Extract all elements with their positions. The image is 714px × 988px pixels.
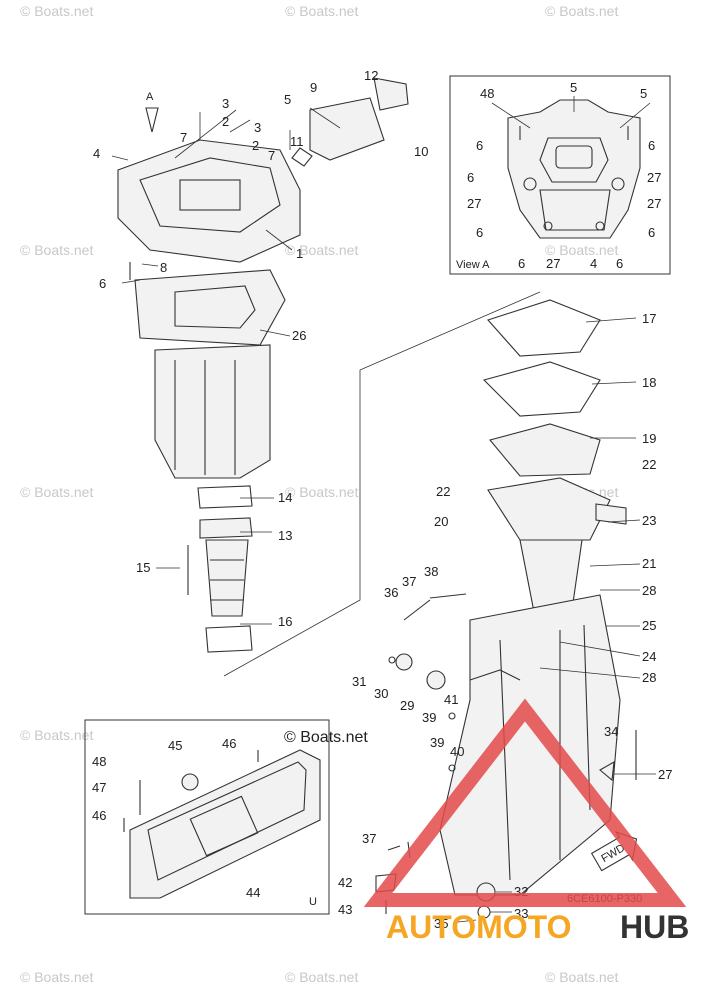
callout-35: 35 [434, 916, 448, 931]
view-a-inset: 48 5 5 6 6 6 6 6 6 6 27 27 27 27 4 View … [449, 75, 671, 275]
callout-13: 13 [278, 528, 292, 543]
callout-6: 6 [648, 138, 655, 153]
lower-case [439, 594, 637, 919]
callout-34: 34 [604, 724, 618, 739]
callout-37: 37 [362, 831, 376, 846]
callout-30: 30 [374, 686, 388, 701]
callout-2: 2 [252, 138, 259, 153]
watermark-text: © Boats.net [285, 3, 358, 19]
credit-text: © Boats.net [284, 729, 368, 746]
callout-6: 6 [648, 225, 655, 240]
callout-19: 19 [642, 431, 656, 446]
callout-36: 36 [384, 585, 398, 600]
callout-6: 5 [570, 80, 577, 95]
callout-40: 40 [450, 744, 464, 759]
callout-15: 15 [136, 560, 150, 575]
watermark-text: © Boats.net [20, 242, 93, 258]
callout-22: 22 [642, 457, 656, 472]
callout-42: 42 [338, 875, 352, 890]
callout-45: 45 [168, 738, 182, 753]
callout-9: 9 [310, 80, 317, 95]
callout-29: 29 [400, 698, 414, 713]
callout-46: 46 [222, 736, 236, 751]
callout-18: 18 [642, 375, 656, 390]
callout-4: 4 [93, 146, 100, 161]
logo-triangle-icon [363, 698, 687, 907]
callout-14: 14 [278, 490, 292, 505]
exhaust-upper-assembly: A [117, 77, 409, 653]
watermark-text: © Boats.net [20, 969, 93, 985]
callout-21: 21 [642, 556, 656, 571]
callout-7: 7 [180, 130, 187, 145]
callout-44: 44 [246, 885, 260, 900]
callout-1: 1 [296, 246, 303, 261]
callout-27: 27 [467, 196, 481, 211]
callout-6: 6 [99, 276, 106, 291]
callout-27: 6 [467, 170, 474, 185]
watermark-text: © Boats.net [285, 242, 358, 258]
watermark-text: © Boats.net [545, 242, 618, 258]
callout-48: 48 [92, 754, 106, 769]
callout-16: 16 [278, 614, 292, 629]
callout-31: 31 [352, 674, 366, 689]
watermark-text: © Boats.net [20, 3, 93, 19]
callout-20: 20 [434, 514, 448, 529]
callout-4: 4 [590, 256, 597, 271]
callout-2: 2 [222, 114, 229, 129]
callout-6: 6 [616, 256, 623, 271]
watermark-text: © Boats.net [20, 727, 93, 743]
callout-22: 22 [436, 484, 450, 499]
watermark-text: © Boats.net [545, 3, 618, 19]
callouts: 1 2 2 3 3 4 5 6 7 7 8 9 10 11 12 13 14 1… [92, 68, 672, 931]
automotohub-logo: AUTOMOTO HUB [363, 698, 689, 945]
watermark-text: © Boats.net [20, 484, 93, 500]
callout-39: 39 [422, 710, 436, 725]
callout-3: 3 [254, 120, 261, 135]
callout-37: 37 [402, 574, 416, 589]
callout-39: 39 [430, 735, 444, 750]
callout-7: 7 [268, 148, 275, 163]
callout-38: 38 [424, 564, 438, 579]
callout-6: 6 [518, 256, 525, 271]
callout-5: 5 [284, 92, 291, 107]
callout-3: 3 [222, 96, 229, 111]
callout-27: 27 [658, 767, 672, 782]
callout-6: 6 [476, 225, 483, 240]
callout-26: 26 [292, 328, 306, 343]
callout-25: 25 [642, 618, 656, 633]
callout-4: 27 [546, 256, 560, 271]
callout-27: 27 [647, 196, 661, 211]
callout-27: 27 [647, 170, 661, 185]
callout-5: 48 [480, 86, 494, 101]
callout-47: 47 [92, 780, 106, 795]
logo-text-automoto: AUTOMOTO [386, 909, 571, 945]
small-hardware [375, 593, 467, 914]
callout-28: 28 [642, 583, 656, 598]
view-a-label: View A [456, 259, 490, 271]
callout-46: 46 [92, 808, 106, 823]
u-inset: U [84, 719, 330, 915]
callout-6: 6 [476, 138, 483, 153]
view-arrow-label: A [146, 91, 154, 103]
watermark-text: © Boats.net [545, 969, 618, 985]
callout-5: 5 [640, 86, 647, 101]
watermark-text: © Boats.net [285, 484, 358, 500]
leader-lines [111, 107, 656, 923]
callout-10: 10 [414, 144, 428, 159]
logo-text-hub: HUB [620, 909, 689, 945]
callout-33: 33 [514, 906, 528, 921]
callout-41: 41 [444, 692, 458, 707]
callout-24: 24 [642, 649, 656, 664]
callout-8: 8 [160, 260, 167, 275]
callout-23: 23 [642, 513, 656, 528]
watermark-text: © Boats.net [285, 969, 358, 985]
callout-43: 43 [338, 902, 352, 917]
callout-17: 17 [642, 311, 656, 326]
u-label: U [309, 896, 317, 908]
callout-28: 28 [642, 670, 656, 685]
callout-12: 12 [364, 68, 378, 83]
callout-11: 11 [290, 134, 304, 149]
gasket-stack [482, 299, 627, 649]
